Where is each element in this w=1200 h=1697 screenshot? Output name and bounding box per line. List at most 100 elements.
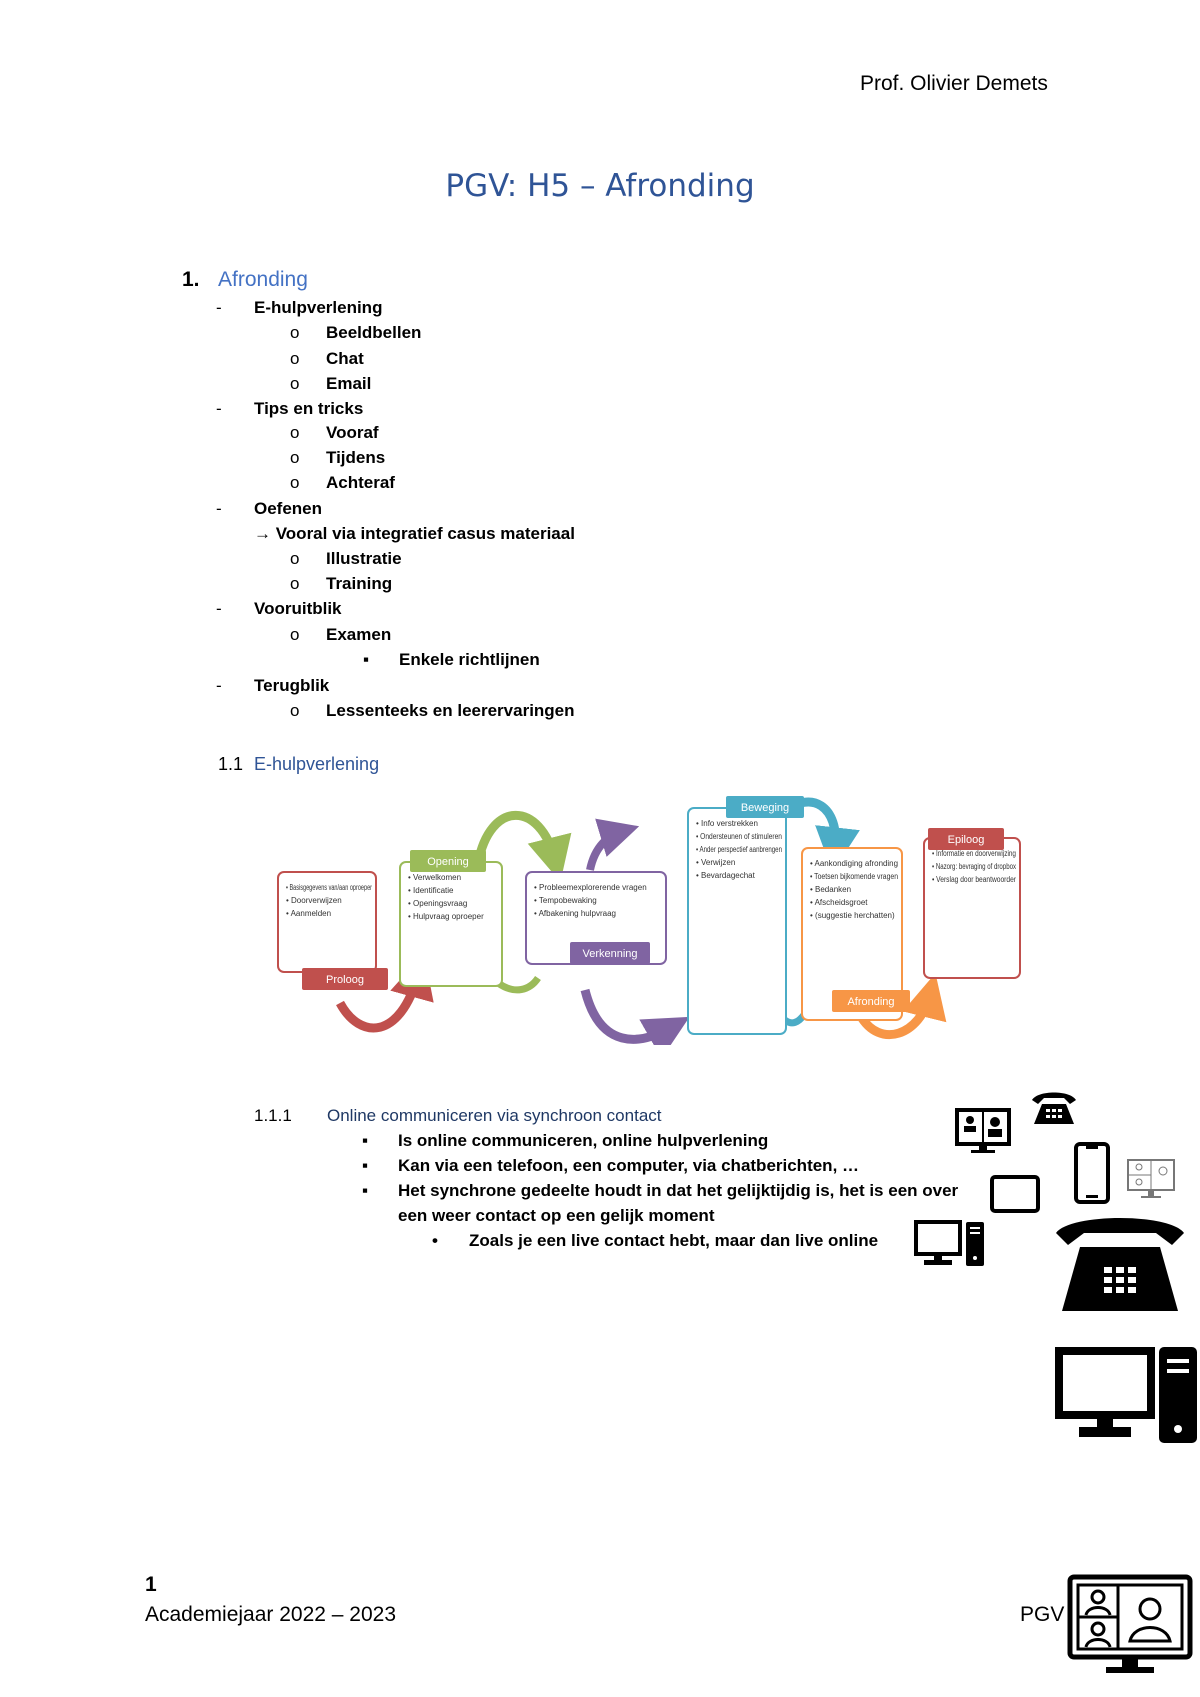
bullet-text: een weer contact op een gelijk moment	[398, 1206, 715, 1225]
diagram-item: • Afbakening hulpvraag	[534, 909, 616, 918]
diagram-label-tab	[570, 942, 650, 964]
outline-item-text: Vooraf	[326, 423, 379, 442]
outline-item-text: Examen	[326, 625, 392, 644]
smartphone-icon	[1074, 1142, 1110, 1204]
outline-item-text: E-hulpverlening	[254, 298, 383, 317]
section-title: E-hulpverlening	[254, 754, 380, 774]
diagram-item: • Verwijzen	[696, 858, 735, 867]
list-marker: -	[216, 676, 222, 695]
diagram-item: • Verwelkomen	[408, 873, 461, 882]
diagram-item: • Afscheidsgroet	[810, 898, 868, 907]
chat-process-diagram: • Basisgegevens van/aan oproeper• Doorve…	[277, 796, 1021, 1045]
diagram-label-tab	[832, 990, 910, 1012]
diagram-label: Verkenning	[582, 948, 637, 960]
diagram-label-tab	[302, 968, 388, 990]
diagram-item: • Aanmelden	[286, 909, 331, 918]
diagram-label-tab	[928, 828, 1004, 850]
outline-item-text: Lessenteeks en leerervaringen	[326, 701, 575, 720]
diagram-item: • (suggestie herchatten)	[810, 911, 895, 920]
diagram-item: • Openingsvraag	[408, 899, 467, 908]
outline-item-text: Email	[326, 374, 372, 393]
list-marker: -	[216, 499, 222, 518]
document-title: PGV: H5 – Afronding	[445, 168, 755, 204]
diagram-item: • Verslag door beantwoorder	[932, 875, 1016, 884]
bullet-text: Kan via een telefoon, een computer, via …	[398, 1156, 860, 1175]
diagram-label: Epiloog	[948, 834, 985, 846]
section-1-1-1-heading: 1.1.1 Online communiceren via synchroon c…	[254, 1106, 662, 1126]
outline-item-text: Beeldbellen	[326, 323, 422, 342]
list-marker: o	[290, 549, 300, 568]
diagram-item: • Identificatie	[408, 886, 454, 895]
section-1-heading: 1. Afronding	[182, 268, 308, 292]
telephone-icon	[1032, 1092, 1076, 1124]
bullet-marker: ▪	[362, 1156, 369, 1175]
bullet-text: Is online communiceren, online hulpverle…	[398, 1131, 769, 1150]
video-call-icon	[955, 1108, 1011, 1153]
diagram-item: • Probleemexplorerende vragen	[534, 883, 647, 892]
outline-item-text: Tijdens	[326, 448, 386, 467]
diagram-item: • Tempobewaking	[534, 896, 597, 905]
section-number: 1.	[182, 268, 200, 291]
tablet-icon	[990, 1175, 1040, 1213]
diagram-phase-beweging: • Info verstrekken• Ondersteunen of stim…	[687, 796, 804, 1035]
footer-course: PGV	[1020, 1603, 1065, 1626]
list-marker: ▪	[363, 650, 370, 669]
video-call-monitor-icon	[1067, 1574, 1193, 1673]
diagram-item: • Informatie en doorverwijzing	[932, 849, 1016, 858]
diagram-label: Opening	[427, 856, 469, 868]
outline-item-text: Terugblik	[254, 676, 330, 695]
diagram-item: • Ander perspectief aanbrengen	[696, 845, 782, 854]
section-1-1-heading: 1.1 E-hulpverlening	[218, 754, 379, 775]
diagram-item: • Bevardagechat	[696, 871, 756, 880]
diagram-phase-proloog: • Basisgegevens van/aan oproeper• Doorve…	[277, 871, 388, 990]
header-author: Prof. Olivier Demets	[860, 72, 1048, 95]
page-number: 1	[145, 1573, 157, 1596]
diagram-box	[801, 847, 903, 1021]
list-marker: o	[290, 374, 300, 393]
desk-phone-icon	[1056, 1218, 1184, 1311]
video-conference-icon	[1127, 1159, 1175, 1198]
list-marker: o	[290, 423, 300, 442]
outline-item-text: Achteraf	[326, 473, 395, 492]
diagram-label: Afronding	[847, 996, 894, 1008]
list-marker: o	[290, 625, 300, 644]
diagram-label-tab	[726, 796, 804, 818]
bullet-marker: •	[432, 1231, 438, 1250]
diagram-label: Proloog	[326, 974, 364, 986]
diagram-item: • Basisgegevens van/aan oproeper	[286, 883, 372, 892]
list-marker: o	[290, 448, 300, 467]
section-number: 1.1.1	[254, 1106, 292, 1125]
diagram-phase-epiloog: • Informatie en doorverwijzing • Nazorg: …	[923, 828, 1021, 979]
diagram-phase-verkenning: • Probleemexplorerende vragen • Tempobewa…	[525, 871, 667, 965]
outline-item-text: → Vooral via integratief casus materiaal	[254, 524, 575, 543]
outline-item-text: Oefenen	[254, 499, 323, 518]
diagram-box	[687, 807, 787, 1035]
desktop-computer-icon	[914, 1220, 984, 1266]
outline-item-text: Tips en tricks	[254, 399, 364, 418]
diagram-item: • Toetsen bijkomende vragen	[810, 872, 898, 881]
section-title: Afronding	[218, 268, 308, 291]
outline-item-text: Chat	[326, 349, 364, 368]
large-desktop-computer-icon	[1055, 1347, 1197, 1443]
diagram-item: • Nazorg: bevraging of dropbox	[932, 862, 1016, 871]
diagram-item: • Bedanken	[810, 885, 851, 894]
bullet-text: Het synchrone gedeelte houdt in dat het …	[398, 1181, 959, 1200]
section-number: 1.1	[218, 754, 244, 774]
outline-item-text: Illustratie	[326, 549, 402, 568]
section-title: Online communiceren via synchroon contac…	[327, 1106, 662, 1125]
diagram-item: • Aankondiging afronding	[810, 859, 898, 868]
outline-item-text: Training	[326, 574, 393, 593]
list-marker: o	[290, 349, 300, 368]
outline-item-text: Enkele richtlijnen	[399, 650, 540, 669]
list-marker: o	[290, 473, 300, 492]
diagram-item: • Info verstrekken	[696, 819, 758, 828]
list-marker: -	[216, 599, 222, 618]
diagram-item: • Hulpvraag oproeper	[408, 912, 484, 921]
outline-item-text: Vooruitblik	[254, 599, 342, 618]
list-marker: o	[290, 323, 300, 342]
diagram-label-tab	[410, 850, 486, 872]
diagram-label: Beweging	[741, 802, 789, 814]
diagram-box	[923, 837, 1021, 979]
diagram-phase-opening: • Verwelkomen • Identificatie • Openingsvr…	[399, 850, 503, 987]
bullet-marker: ▪	[362, 1181, 369, 1200]
